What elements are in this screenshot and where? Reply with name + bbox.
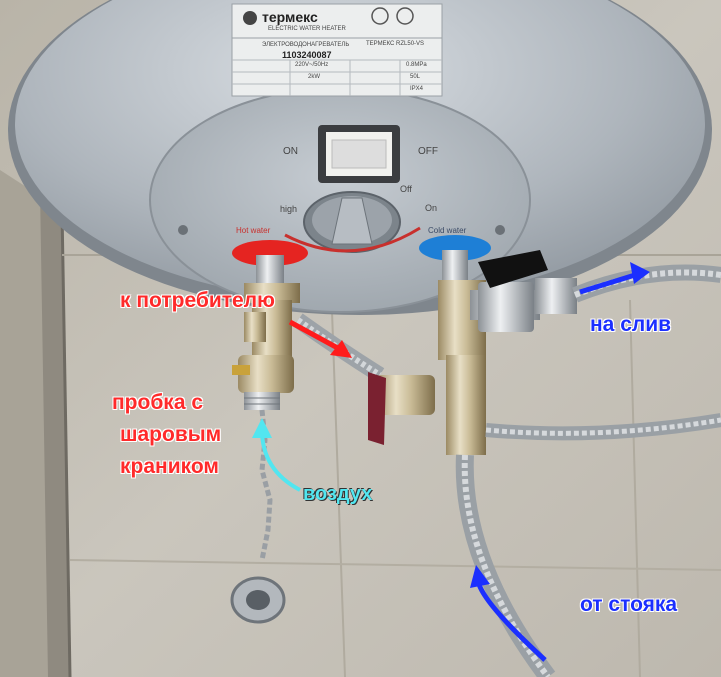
brand-logo-text: термекс	[262, 9, 318, 25]
plate-ip: IPX4	[410, 86, 424, 92]
label-to-drain: на слив	[590, 313, 672, 336]
plate-line-2: ЭЛЕКТРОВОДОНАГРЕВАТЕЛЬ	[262, 42, 350, 48]
hot-water-label: Hot water	[236, 226, 271, 235]
switch-off-label: OFF	[418, 146, 438, 157]
label-plug-line2: шаровым	[120, 423, 222, 446]
plate-line-1: ELECTRIC WATER HEATER	[268, 26, 346, 32]
cold-water-label: Cold water	[428, 226, 467, 235]
plate-volume: 50L	[410, 74, 421, 80]
label-to-consumer: к потребителю	[120, 289, 275, 312]
label-plug-line3: краником	[120, 455, 219, 478]
label-air: воздух	[303, 483, 373, 505]
label-plug-line1: пробка с	[112, 391, 204, 414]
plate-serial: 1103240087	[282, 50, 332, 60]
plate-power: 2kW	[308, 74, 320, 80]
knob-high-label: high	[280, 204, 298, 214]
knob-off-label: Off	[400, 184, 412, 194]
label-from-riser: от стояка	[580, 593, 678, 616]
knob-on-label: On	[425, 203, 438, 213]
plate-voltage: 220V~/50Hz	[295, 62, 329, 68]
switch-on-label: ON	[283, 146, 298, 157]
plate-model: ТЕРМЕКС RZL50-VS	[366, 41, 425, 47]
plate-pressure: 0.8MPa	[406, 62, 427, 68]
